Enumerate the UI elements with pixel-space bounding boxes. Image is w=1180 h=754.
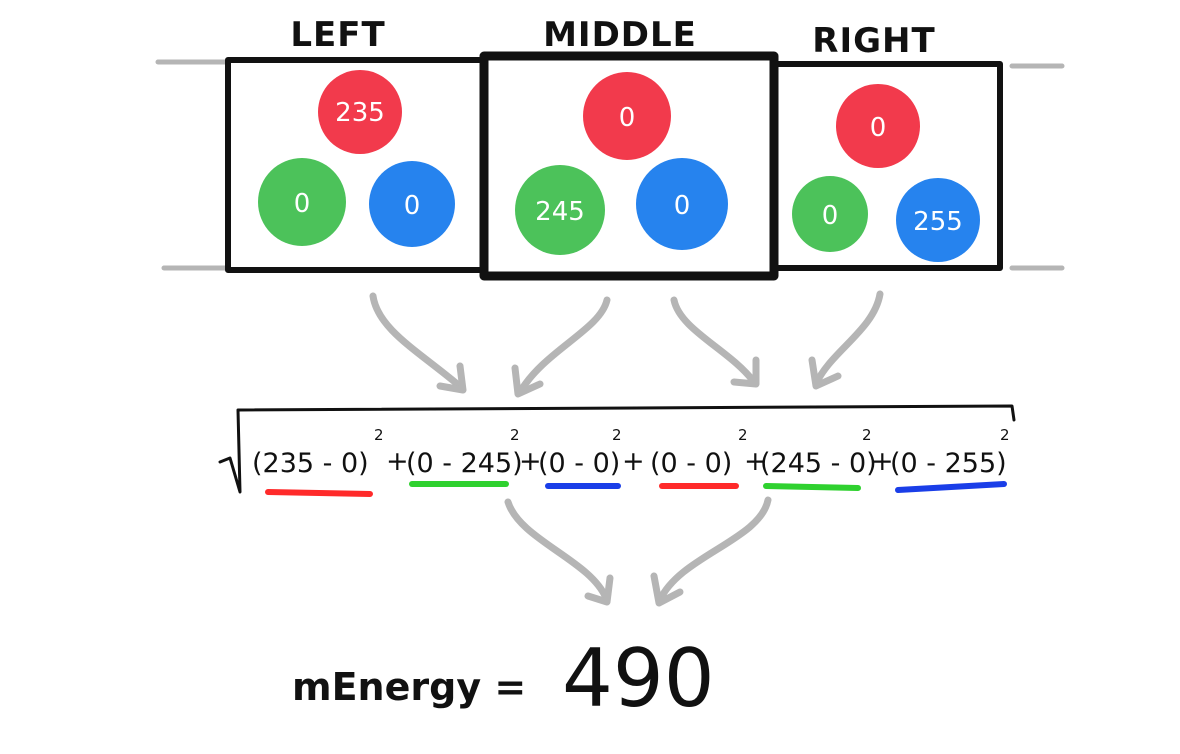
middle-green-dot [515, 165, 605, 255]
right-blue-value: 255 [913, 207, 963, 237]
column-label-middle: MIDDLE [543, 15, 697, 55]
eq-exp-3: 2 [612, 426, 622, 444]
right-blue-dot [896, 178, 980, 262]
eq-plus-3: + [622, 446, 645, 477]
eq-term-6: (0 - 255) [890, 448, 1007, 479]
upper-arrows [369, 290, 884, 398]
result-label: mEnergy = [292, 665, 526, 709]
middle-blue-dot [636, 158, 728, 250]
underline-6 [895, 481, 1007, 493]
left-green-dot [258, 158, 346, 246]
right-green-dot [792, 176, 868, 252]
left-red-dot [318, 70, 402, 154]
arrow-eq-to-result-left-head [584, 574, 614, 606]
right-green-value: 0 [822, 201, 839, 231]
eq-exp-5: 2 [862, 426, 872, 444]
eq-term-5: (245 - 0) [760, 448, 877, 479]
eq-term-2: (0 - 245) [406, 448, 523, 479]
middle-dots: 0 245 0 [515, 72, 728, 255]
arrow-middle-left-to-eq-head [511, 364, 544, 398]
arrow-middle-left-to-eq [516, 296, 611, 396]
middle-red-dot [583, 72, 671, 160]
eq-term-1: (235 - 0) [252, 448, 369, 479]
underline-5 [763, 483, 861, 491]
arrow-right-to-eq-head [808, 356, 842, 390]
arrow-eq-to-result-right-head [650, 572, 684, 607]
underline-1 [265, 489, 373, 497]
arrow-eq-to-result-left [504, 498, 610, 602]
eq-exp-4: 2 [738, 426, 748, 444]
eq-exp-1: 2 [374, 426, 384, 444]
left-red-value: 235 [335, 98, 385, 128]
arrow-middle-right-to-eq-head [730, 356, 760, 388]
column-label-left: LEFT [290, 15, 385, 55]
arrow-left-to-eq-head [436, 362, 467, 394]
column-boxes [225, 51, 1003, 281]
middle-green-value: 245 [535, 197, 585, 227]
eq-exp-6: 2 [1000, 426, 1010, 444]
arrow-right-to-eq [812, 290, 884, 388]
eq-plus-1: + [386, 446, 409, 477]
middle-red-value: 0 [619, 103, 636, 133]
arrow-eq-to-result-right [656, 496, 772, 604]
left-green-value: 0 [294, 189, 311, 219]
square-root-sign [218, 404, 1016, 494]
result-value: 490 [562, 632, 715, 725]
rails [155, 59, 1065, 271]
eq-term-4: (0 - 0) [650, 448, 732, 479]
middle-blue-value: 0 [674, 191, 691, 221]
lower-arrows [504, 496, 772, 607]
arrow-left-to-eq [369, 292, 466, 392]
arrow-middle-right-to-eq [670, 296, 758, 386]
left-dots: 235 0 0 [258, 70, 455, 247]
eq-plus-2: + [519, 446, 542, 477]
term-underlines [265, 481, 1007, 497]
column-label-right: RIGHT [812, 21, 935, 61]
right-red-dot [836, 84, 920, 168]
eq-exp-2: 2 [510, 426, 520, 444]
eq-term-3: (0 - 0) [538, 448, 620, 479]
right-box [771, 61, 1003, 271]
left-blue-dot [369, 161, 455, 247]
right-red-value: 0 [870, 113, 887, 143]
eq-plus-4: + [744, 446, 767, 477]
equation: (235 - 0) 2 + (0 - 245) 2 + (0 - 0) 2 + … [252, 426, 1010, 479]
eq-plus-5: + [871, 446, 894, 477]
left-blue-value: 0 [404, 191, 421, 221]
right-dots: 0 0 255 [792, 84, 980, 262]
